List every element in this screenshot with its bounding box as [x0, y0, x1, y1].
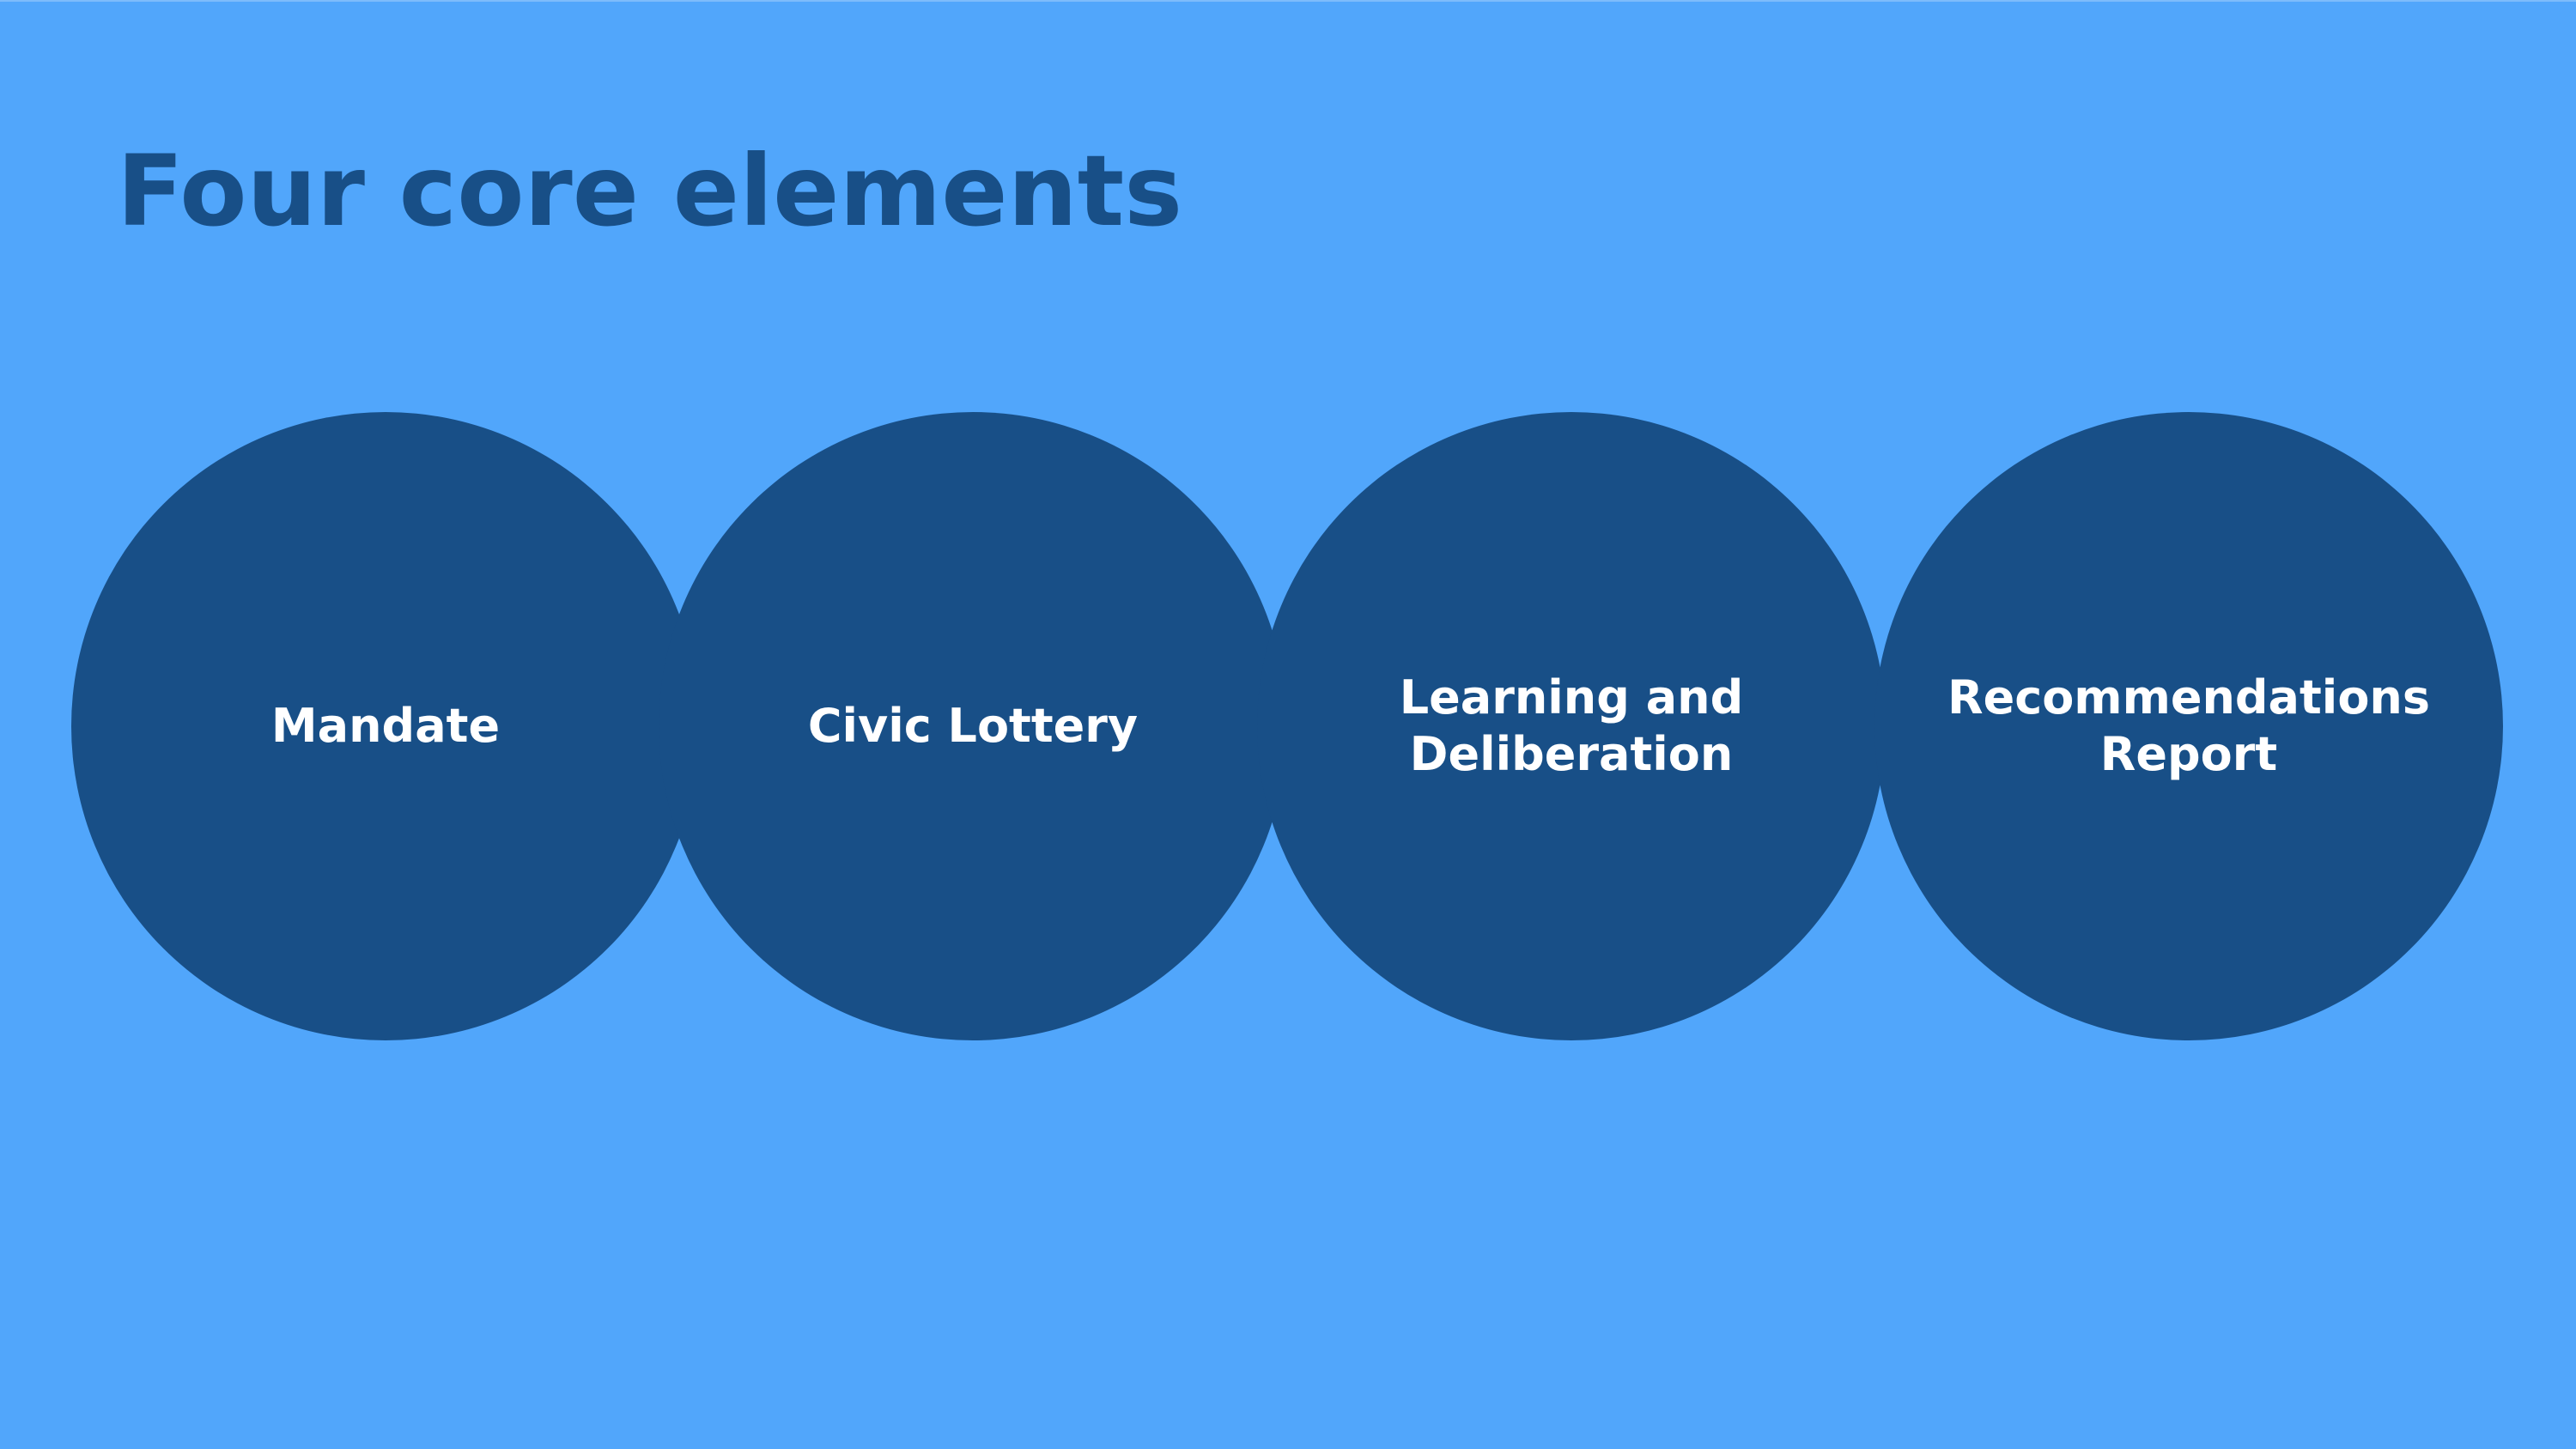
element-circle-learning-and-deliberation: Learning and Deliberation — [1257, 412, 1886, 1040]
element-label: Civic Lottery — [807, 699, 1139, 754]
element-label: Learning and Deliberation — [1399, 670, 1744, 781]
element-label: Mandate — [270, 699, 501, 754]
element-circle-civic-lottery: Civic Lottery — [659, 412, 1287, 1040]
element-circle-recommendations-report: Recommendations Report — [1874, 412, 2503, 1040]
slide-title: Four core elements — [117, 134, 1183, 248]
element-label: Recommendations Report — [1947, 670, 2431, 781]
element-circle-mandate: Mandate — [71, 412, 700, 1040]
